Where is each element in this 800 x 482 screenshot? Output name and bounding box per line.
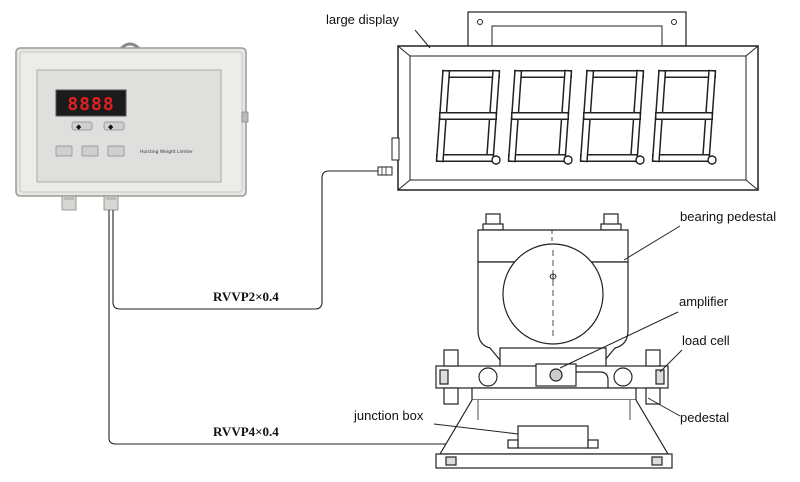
- large-display-decimal-point: [635, 155, 645, 165]
- weight-limiter-controller: 8888 ◆ ◆ Hoisting Weight Limiter: [15, 42, 249, 211]
- controller-led-digits: 8888: [67, 94, 114, 115]
- large-display-segment-fill: [631, 113, 640, 161]
- label-junction-box: junction box: [353, 408, 424, 423]
- cable-rvvp2-label: RVVP2×0.4: [213, 289, 279, 304]
- controller-button-1[interactable]: [55, 145, 73, 157]
- large-display-digit: [435, 69, 501, 165]
- bearing-pedestal-assembly: Φ: [435, 213, 673, 469]
- large-display-decimal-point: [707, 155, 717, 165]
- cable-rvvp4: [108, 210, 521, 447]
- controller-key-shift-glyph: ◆: [108, 123, 114, 131]
- large-display-segment-fill: [562, 71, 571, 119]
- large-display-segment-fill: [653, 113, 662, 161]
- label-large-display: large display: [326, 12, 399, 27]
- large-display-segment-fill: [706, 71, 715, 119]
- label-bearing-pedestal: bearing pedestal: [680, 209, 776, 224]
- cable-rvvp2: [112, 170, 378, 310]
- top-bolt-left: [482, 213, 504, 231]
- large-display-digit: [579, 69, 645, 165]
- large-display-digit: [507, 69, 573, 165]
- large-display-decimal-point: [563, 155, 573, 165]
- large-display-segment-fill: [584, 71, 593, 119]
- controller-button-3[interactable]: [107, 145, 125, 157]
- large-display-segment-fill: [509, 113, 518, 161]
- large-display-segment-fill: [490, 71, 499, 119]
- label-amplifier: amplifier: [679, 294, 729, 309]
- large-display-digits: [435, 69, 717, 165]
- large-display-segment-fill: [437, 113, 446, 161]
- large-display-segment-fill: [703, 113, 712, 161]
- cable-gland-right: [103, 195, 119, 211]
- controller-key-set-glyph: ◆: [76, 123, 82, 131]
- controller-panel-title: Hoisting Weight Limiter: [140, 149, 193, 155]
- large-display-digit: [651, 69, 717, 165]
- controller-led-display: [55, 89, 127, 117]
- cable-rvvp4-label: RVVP4×0.4: [213, 424, 279, 439]
- junction-box-body: [517, 425, 589, 449]
- large-display-segment-fill: [656, 71, 665, 119]
- large-display-segment-fill: [440, 71, 449, 119]
- large-display-segment-fill: [559, 113, 568, 161]
- large-display-segment-fill: [634, 71, 643, 119]
- label-load-cell: load cell: [682, 333, 730, 348]
- large-display-decimal-point: [491, 155, 501, 165]
- svg-text:Φ: Φ: [549, 272, 557, 283]
- controller-button-2[interactable]: [81, 145, 99, 157]
- controller-key-set[interactable]: ◆: [71, 121, 93, 131]
- large-display-segment-fill: [581, 113, 590, 161]
- controller-key-shift[interactable]: ◆: [103, 121, 125, 131]
- cable-gland-left: [61, 195, 77, 211]
- top-bolt-right: [600, 213, 622, 231]
- large-display-segment-fill: [512, 71, 521, 119]
- large-display-segment-fill: [487, 113, 496, 161]
- label-pedestal: pedestal: [680, 410, 729, 425]
- large-display-unit: [377, 11, 759, 191]
